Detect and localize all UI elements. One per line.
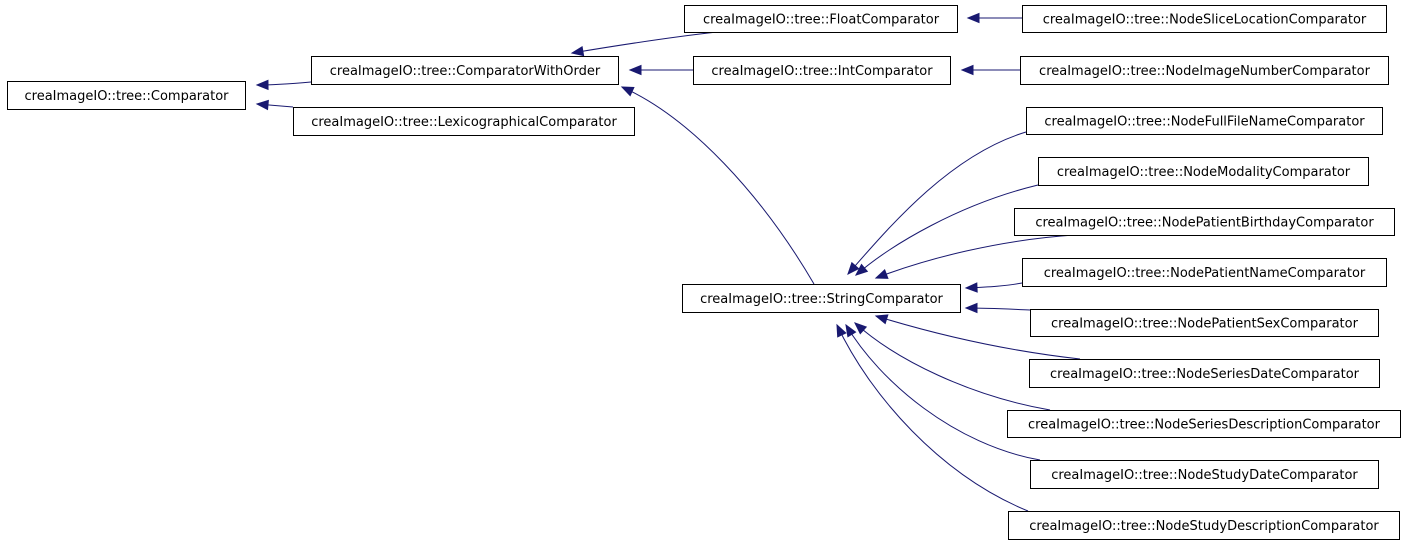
- class-box: [684, 5, 958, 33]
- inheritance-arrowhead: [845, 323, 857, 338]
- class-box: [1014, 208, 1395, 236]
- inheritance-arrowhead: [964, 302, 978, 314]
- edge-node-patient-sex-comparator-to-string-comparator: [964, 302, 1031, 314]
- inheritance-arrowhead: [966, 12, 980, 24]
- inheritance-arrowhead: [570, 45, 585, 57]
- class-node-lexicographical-comparator[interactable]: creaImageIO::tree::LexicographicalCompar…: [293, 107, 635, 136]
- inheritance-arrowhead: [620, 86, 635, 97]
- class-box: [1030, 309, 1379, 337]
- edge-node-series-description-comparator-to-string-comparator: [854, 322, 1051, 411]
- class-label: creaImageIO::tree::IntComparator: [711, 64, 933, 79]
- edge-lexicographical-comparator-to-comparator: [255, 99, 294, 111]
- class-label: creaImageIO::tree::NodeSeriesDescription…: [1028, 418, 1381, 433]
- class-node-node-study-date-comparator[interactable]: creaImageIO::tree::NodeStudyDateComparat…: [1030, 460, 1379, 489]
- nodes-layer: creaImageIO::tree::ComparatorcreaImageIO…: [7, 5, 1401, 540]
- class-node-node-modality-comparator[interactable]: creaImageIO::tree::NodeModalityComparato…: [1038, 157, 1369, 186]
- class-label: creaImageIO::tree::NodePatientBirthdayCo…: [1035, 216, 1374, 231]
- class-label: creaImageIO::tree::NodeSeriesDateCompara…: [1050, 367, 1360, 382]
- edge-line: [621, 86, 815, 285]
- class-node-string-comparator[interactable]: creaImageIO::tree::StringComparator: [682, 284, 961, 313]
- class-label: creaImageIO::tree::ComparatorWithOrder: [330, 64, 601, 79]
- edge-line: [847, 131, 1027, 275]
- class-label: creaImageIO::tree::NodeModalityComparato…: [1057, 165, 1351, 180]
- edge-line: [571, 31, 718, 54]
- class-box: [1020, 56, 1389, 85]
- inheritance-arrowhead: [874, 269, 889, 279]
- inheritance-arrowhead: [847, 261, 860, 275]
- inheritance-arrowhead: [854, 322, 868, 335]
- class-label: creaImageIO::tree::LexicographicalCompar…: [311, 115, 617, 130]
- class-label: creaImageIO::tree::NodeImageNumberCompar…: [1039, 64, 1371, 79]
- class-node-node-patient-birthday-comparator[interactable]: creaImageIO::tree::NodePatientBirthdayCo…: [1014, 208, 1395, 236]
- class-label: creaImageIO::tree::Comparator: [24, 89, 229, 104]
- class-box: [682, 284, 961, 313]
- edge-node-modality-comparator-to-string-comparator: [854, 184, 1039, 276]
- class-box: [7, 81, 246, 110]
- class-box: [693, 56, 951, 85]
- edge-node-study-date-comparator-to-string-comparator: [845, 323, 1041, 461]
- class-node-node-series-description-comparator[interactable]: creaImageIO::tree::NodeSeriesDescription…: [1007, 410, 1401, 438]
- class-box: [1029, 359, 1380, 388]
- edge-node-image-number-comparator-to-int-comparator: [960, 64, 1020, 76]
- edge-node-study-description-comparator-to-string-comparator: [836, 323, 1029, 512]
- class-node-node-patient-sex-comparator[interactable]: creaImageIO::tree::NodePatientSexCompara…: [1030, 309, 1379, 337]
- class-box: [1038, 157, 1369, 186]
- class-box: [1007, 410, 1401, 438]
- edge-int-comparator-to-comparator-with-order: [628, 64, 693, 76]
- inheritance-arrowhead: [628, 64, 642, 76]
- class-box: [1022, 5, 1387, 33]
- inheritance-arrowhead: [964, 282, 978, 293]
- edge-string-comparator-to-comparator-with-order: [620, 86, 815, 285]
- class-label: creaImageIO::tree::NodePatientSexCompara…: [1051, 317, 1359, 332]
- class-node-float-comparator[interactable]: creaImageIO::tree::FloatComparator: [684, 5, 958, 33]
- class-node-node-image-number-comparator[interactable]: creaImageIO::tree::NodeImageNumberCompar…: [1020, 56, 1389, 85]
- class-label: creaImageIO::tree::NodeSliceLocationComp…: [1043, 13, 1367, 28]
- class-box: [1030, 460, 1379, 489]
- inheritance-arrowhead: [960, 64, 974, 76]
- class-label: creaImageIO::tree::NodeStudyDescriptionC…: [1029, 519, 1379, 534]
- edge-node-slice-location-comparator-to-float-comparator: [966, 12, 1022, 24]
- inheritance-arrowhead: [255, 79, 269, 91]
- edge-node-full-file-name-comparator-to-string-comparator: [847, 131, 1027, 275]
- edge-line: [855, 184, 1039, 276]
- class-node-int-comparator[interactable]: creaImageIO::tree::IntComparator: [693, 56, 951, 85]
- class-node-comparator-with-order[interactable]: creaImageIO::tree::ComparatorWithOrder: [311, 56, 619, 85]
- class-label: creaImageIO::tree::NodeFullFileNameCompa…: [1044, 115, 1365, 130]
- class-label: creaImageIO::tree::NodeStudyDateComparat…: [1051, 468, 1358, 483]
- class-node-node-study-description-comparator[interactable]: creaImageIO::tree::NodeStudyDescriptionC…: [1008, 511, 1400, 540]
- inheritance-arrowhead: [255, 99, 269, 111]
- inheritance-arrowhead: [854, 263, 869, 276]
- class-box: [1026, 107, 1383, 135]
- class-node-node-full-file-name-comparator[interactable]: creaImageIO::tree::NodeFullFileNameCompa…: [1026, 107, 1383, 135]
- edge-line: [875, 234, 1075, 279]
- edge-line: [875, 315, 1081, 360]
- edge-line: [854, 322, 1051, 411]
- edge-line: [836, 324, 1029, 512]
- class-label: creaImageIO::tree::StringComparator: [700, 292, 943, 307]
- class-label: creaImageIO::tree::FloatComparator: [703, 13, 940, 28]
- edge-node-patient-name-comparator-to-string-comparator: [964, 282, 1023, 293]
- class-box: [1008, 511, 1400, 540]
- edge-float-comparator-to-comparator-with-order: [570, 31, 718, 57]
- class-node-node-series-date-comparator[interactable]: creaImageIO::tree::NodeSeriesDateCompara…: [1029, 359, 1380, 388]
- class-node-node-slice-location-comparator[interactable]: creaImageIO::tree::NodeSliceLocationComp…: [1022, 5, 1387, 33]
- edge-line: [845, 324, 1041, 461]
- class-box: [1022, 258, 1387, 287]
- class-box: [293, 107, 635, 136]
- class-node-comparator[interactable]: creaImageIO::tree::Comparator: [7, 81, 246, 110]
- class-box: [311, 56, 619, 85]
- inheritance-arrowhead: [874, 314, 889, 325]
- inheritance-arrowhead: [836, 323, 847, 338]
- edge-comparator-with-order-to-comparator: [255, 79, 312, 91]
- edges-layer: [255, 12, 1081, 512]
- class-node-node-patient-name-comparator[interactable]: creaImageIO::tree::NodePatientNameCompar…: [1022, 258, 1387, 287]
- edge-node-series-date-comparator-to-string-comparator: [874, 314, 1081, 360]
- class-label: creaImageIO::tree::NodePatientNameCompar…: [1044, 266, 1366, 281]
- edge-node-patient-birthday-comparator-to-string-comparator: [874, 234, 1075, 279]
